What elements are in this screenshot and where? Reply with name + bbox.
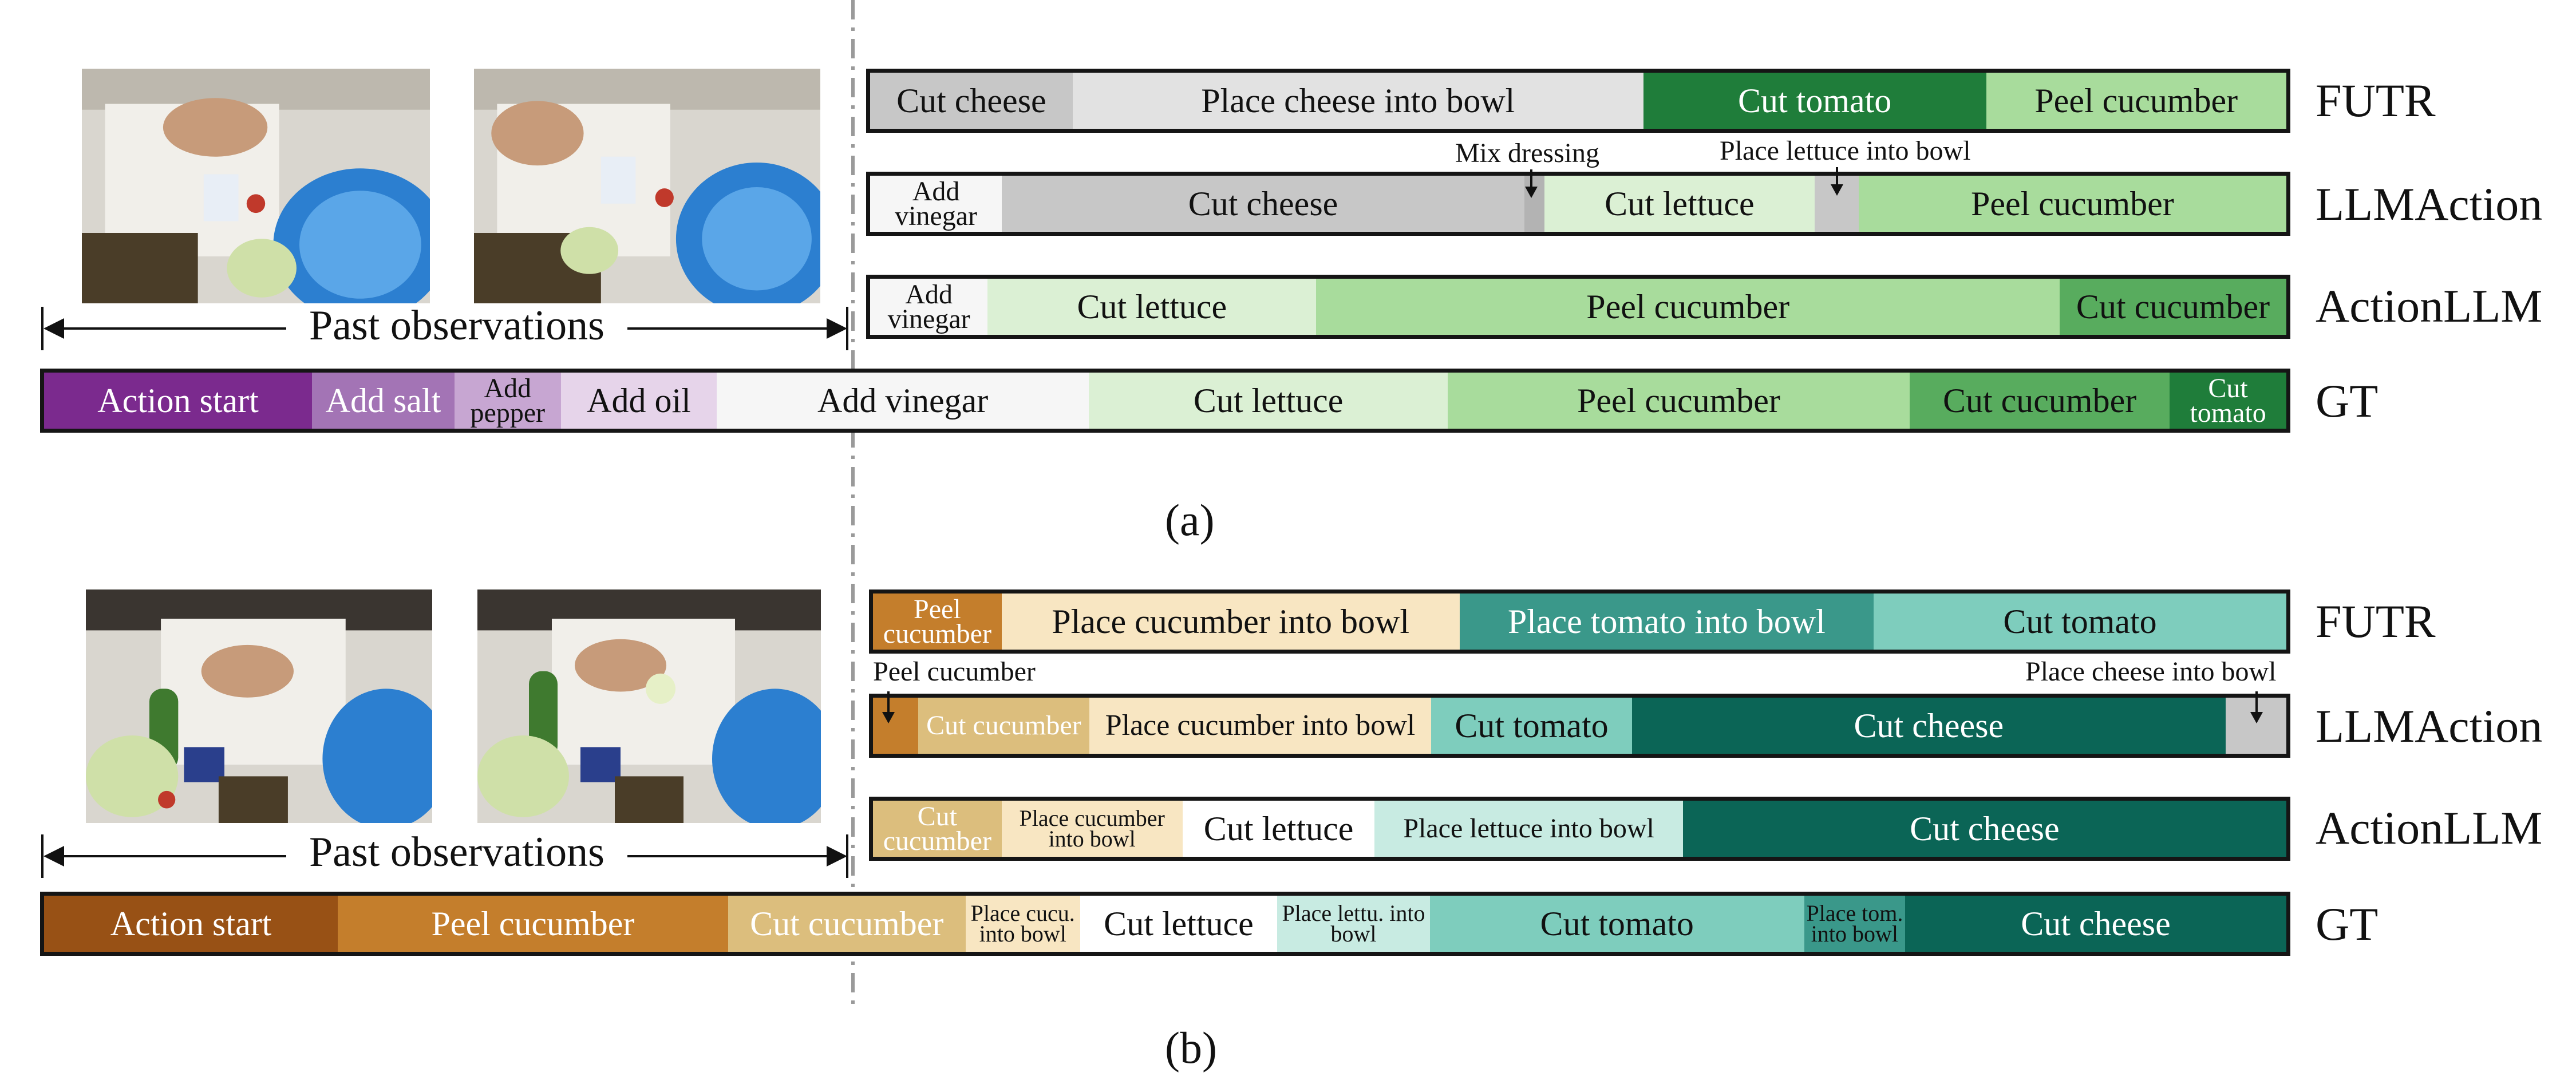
- callout-place-lettuce: Place lettuce into bowl: [1720, 136, 1971, 166]
- segment-cut-tomato: Cut tomato: [2170, 373, 2286, 429]
- model-label-gt: GT: [2316, 898, 2379, 950]
- segment-peel-cucumber: Peel cucumber: [1316, 279, 2060, 335]
- segment-cut-cheese: Cut cheese: [1631, 698, 2226, 754]
- past-observations-label: Past observations: [286, 831, 627, 873]
- arrow-left-end: [41, 307, 44, 350]
- segment-cut-cheese: Cut cheese: [1002, 176, 1524, 232]
- segment-cut-lettuce: Cut lettuce: [987, 279, 1317, 335]
- past-frame-1-image: [82, 69, 430, 303]
- model-label-llmaction: LLMAction: [2316, 178, 2543, 230]
- arrow-left-end: [41, 834, 44, 878]
- past-frame-4-image: [477, 589, 821, 823]
- segment-cut-cucumber: Cut cucumber: [918, 698, 1089, 754]
- callout-peel-cucumber: Peel cucumber: [873, 656, 1036, 687]
- arrow-right-icon: [827, 846, 847, 867]
- segment-place-cucumber-into-bowl: Place cucumber into bowl: [1001, 594, 1460, 650]
- callout-place-cheese-pointer: [2255, 691, 2258, 714]
- panel-a-caption: (a): [1165, 495, 1215, 545]
- arrow-right-icon: [827, 318, 847, 339]
- past-frame-3-image: [86, 589, 432, 823]
- segment-blank: [1524, 176, 1544, 232]
- segment-cut-tomato: Cut tomato: [1643, 73, 1986, 129]
- callout-mix-dressing-arrow-icon: [1525, 187, 1538, 198]
- segment-add-vinegar: Add vinegar: [717, 373, 1089, 429]
- model-label-futr: FUTR: [2316, 595, 2436, 647]
- callout-mix-dressing: Mix dressing: [1455, 138, 1599, 168]
- segment-place-tomato-into-bowl: Place tomato into bowl: [1459, 594, 1874, 650]
- segment-place-lettuce-into-bowl: Place lettuce into bowl: [1374, 801, 1683, 857]
- arrow-left-icon: [44, 846, 64, 867]
- segment-cut-lettuce: Cut lettuce: [1080, 896, 1278, 952]
- segment-cut-cucumber: Cut cucumber: [728, 896, 966, 952]
- segment-cut-lettuce: Cut lettuce: [1182, 801, 1375, 857]
- arrow-left-icon: [44, 318, 64, 339]
- segment-add-vinegar: Add vinegar: [870, 279, 988, 335]
- segment-place-cucumber-into-bowl: Place cucumber into bowl: [1001, 801, 1183, 857]
- segment-peel-cucumber: Peel cucumber: [873, 594, 1002, 650]
- segment-peel-cucumber: Peel cucumber: [1858, 176, 2286, 232]
- model-label-llmaction: LLMAction: [2316, 700, 2543, 752]
- segment-peel-cucumber: Peel cucumber: [1448, 373, 1910, 429]
- model-label-futr: FUTR: [2316, 74, 2436, 126]
- segment-place-lettu-into-bowl: Place lettu. into bowl: [1277, 896, 1430, 952]
- segment-place-cheese-into-bowl: Place cheese into bowl: [1072, 73, 1643, 129]
- segment-add-vinegar: Add vinegar: [870, 176, 1002, 232]
- callout-peel-cucumber-pointer: [887, 691, 890, 714]
- segment-place-tom-into-bowl: Place tom. into bowl: [1804, 896, 1906, 952]
- segment-blank: [873, 698, 918, 754]
- callout-peel-cucumber-arrow-icon: [882, 712, 895, 723]
- arrow-right-end: [846, 834, 848, 878]
- segment-cut-tomato: Cut tomato: [1874, 594, 2286, 650]
- segment-place-cucumber-into-bowl: Place cucumber into bowl: [1089, 698, 1432, 754]
- callout-place-lettuce-pointer: [1836, 167, 1838, 187]
- segment-cut-lettuce: Cut lettuce: [1089, 373, 1448, 429]
- segment-cut-tomato: Cut tomato: [1429, 896, 1804, 952]
- segment-cut-cucumber: Cut cucumber: [1909, 373, 2170, 429]
- segment-cut-cucumber: Cut cucumber: [873, 801, 1002, 857]
- callout-mix-dressing-pointer: [1530, 169, 1532, 189]
- past-observations-label: Past observations: [286, 304, 627, 347]
- segment-add-oil: Add oil: [560, 373, 717, 429]
- callout-place-lettuce-arrow-icon: [1831, 184, 1843, 196]
- callout-place-cheese-arrow-icon: [2250, 712, 2263, 723]
- observation-boundary-line: [851, 0, 855, 1007]
- segment-action-start: Action start: [44, 896, 338, 952]
- model-label-gt: GT: [2316, 375, 2379, 427]
- segment-peel-cucumber: Peel cucumber: [1986, 73, 2286, 129]
- segment-place-cucu-into-bowl: Place cucu. into bowl: [965, 896, 1080, 952]
- model-label-actionllm: ActionLLM: [2316, 802, 2543, 854]
- segment-cut-cheese: Cut cheese: [870, 73, 1073, 129]
- segment-add-salt: Add salt: [312, 373, 455, 429]
- segment-cut-cheese: Cut cheese: [1905, 896, 2286, 952]
- past-frame-2-image: [474, 69, 820, 303]
- segment-action-start: Action start: [44, 373, 313, 429]
- model-label-actionllm: ActionLLM: [2316, 280, 2543, 332]
- segment-add-pepper: Add pepper: [454, 373, 561, 429]
- segment-cut-tomato: Cut tomato: [1431, 698, 1632, 754]
- segment-cut-cucumber: Cut cucumber: [2060, 279, 2286, 335]
- callout-place-cheese: Place cheese into bowl: [2025, 656, 2277, 687]
- arrow-right-end: [846, 307, 848, 350]
- segment-peel-cucumber: Peel cucumber: [338, 896, 728, 952]
- segment-cut-lettuce: Cut lettuce: [1544, 176, 1815, 232]
- panel-b-caption: (b): [1165, 1023, 1217, 1073]
- segment-cut-cheese: Cut cheese: [1682, 801, 2286, 857]
